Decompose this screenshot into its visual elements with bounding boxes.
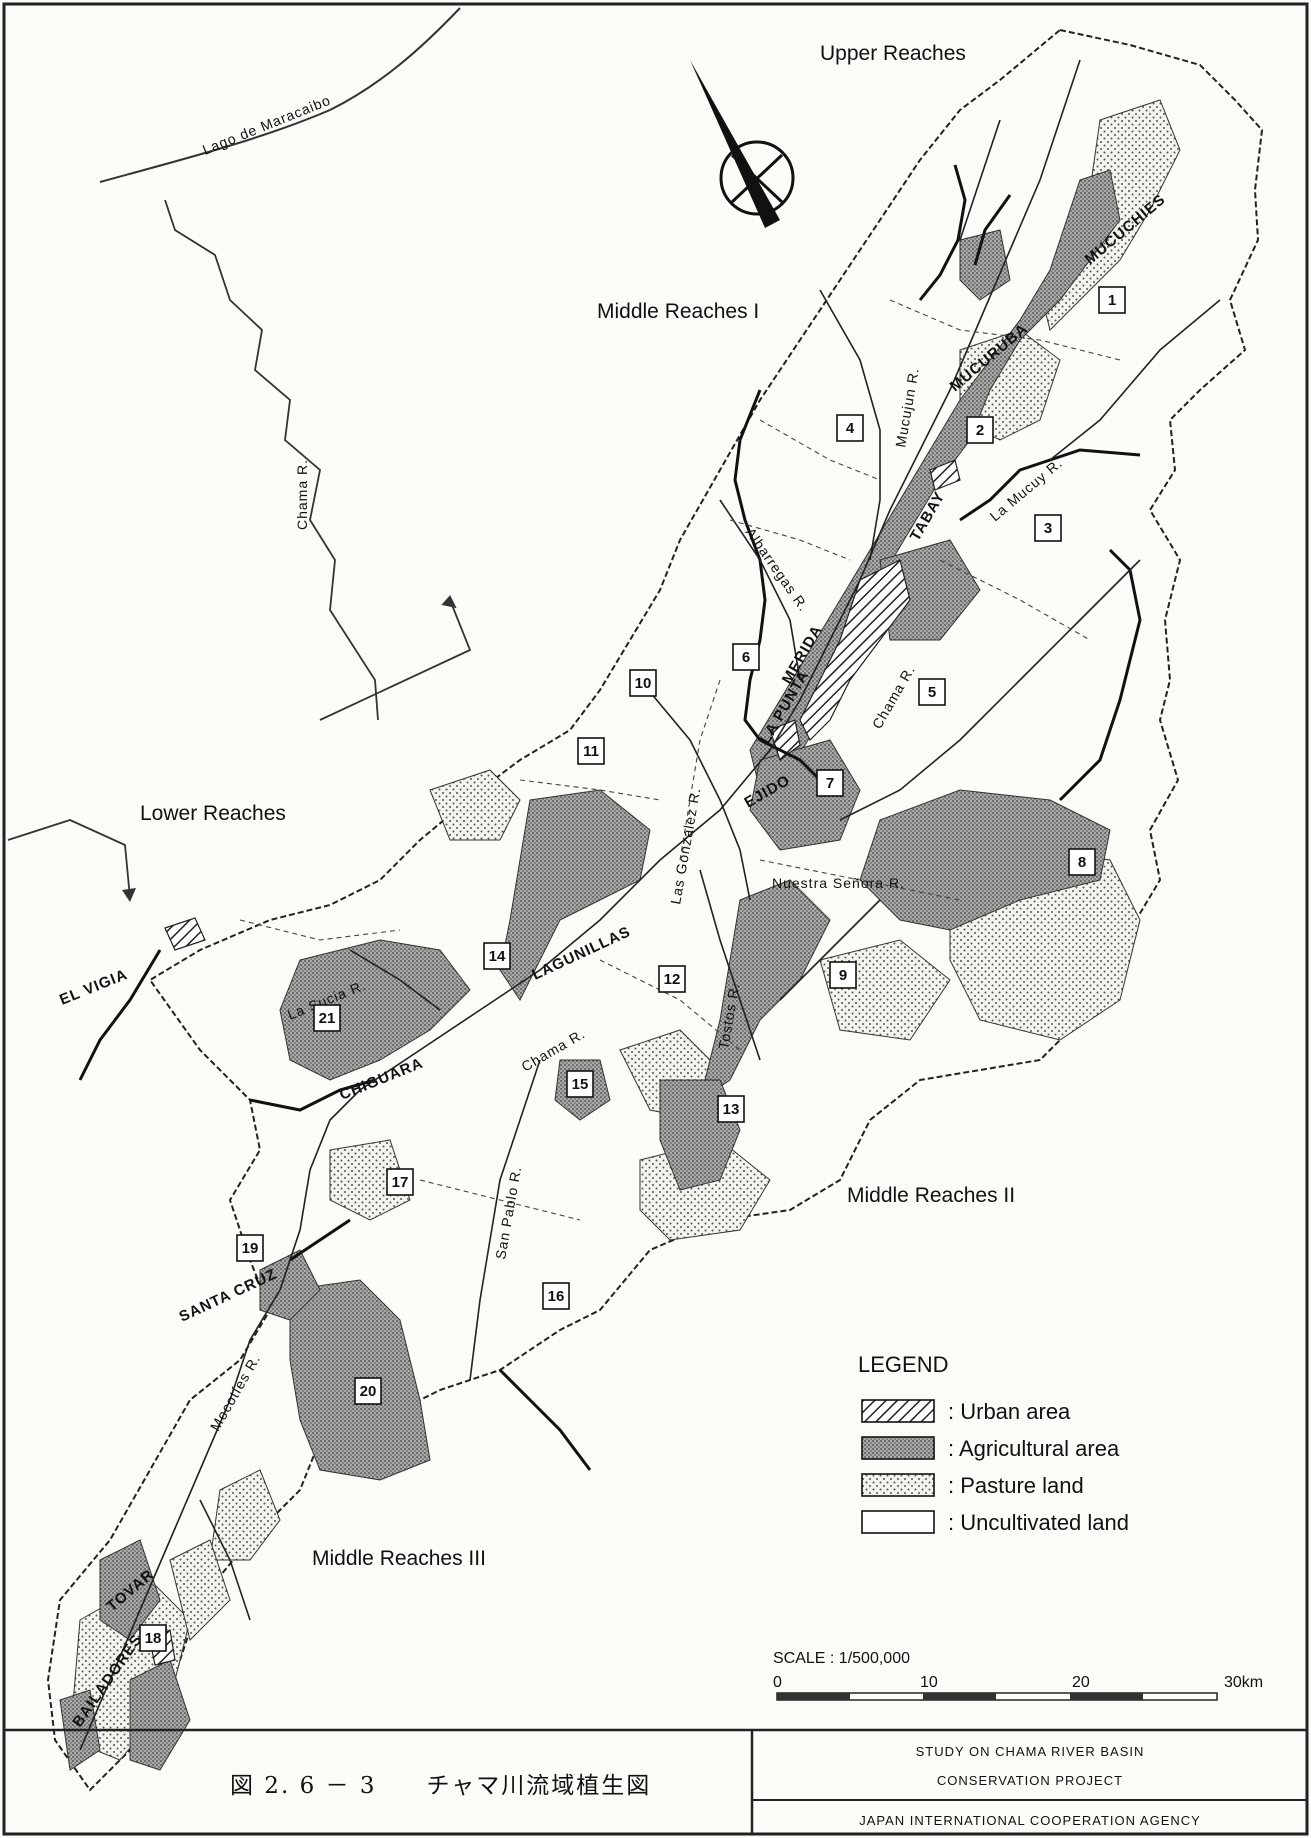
label-lago-de-maracaibo: Lago de Maracaibo	[200, 92, 333, 158]
legend-label-agri: : Agricultural area	[948, 1436, 1120, 1461]
reach-boundaries	[78, 164, 1142, 1471]
legend-swatch-pasture	[861, 1473, 935, 1497]
legend-item-uncult: : Uncultivated land	[861, 1510, 1129, 1535]
study-title-line1: STUDY ON CHAMA RIVER BASIN	[916, 1744, 1145, 1759]
subbasin-number: 9	[839, 967, 847, 984]
subbasin-box-10: 10	[629, 669, 657, 697]
subbasin-number: 8	[1078, 854, 1086, 871]
subbasin-box-16: 16	[542, 1282, 570, 1310]
subbasin-number: 11	[583, 743, 599, 760]
legend-label-urban: : Urban area	[948, 1399, 1071, 1424]
agency-name: JAPAN INTERNATIONAL COOPERATION AGENCY	[859, 1813, 1201, 1828]
subbasin-number: 12	[664, 971, 681, 988]
subbasin-number: 18	[145, 1630, 162, 1647]
legend-title: LEGEND	[858, 1352, 948, 1377]
legend-swatch-urban	[861, 1399, 935, 1423]
subbasin-number: 6	[742, 649, 750, 666]
legend-item-pasture: : Pasture land	[861, 1473, 1084, 1498]
subbasin-box-11: 11	[577, 737, 605, 765]
subbasin-box-5: 5	[918, 678, 946, 706]
subbasin-number: 13	[723, 1101, 740, 1118]
pasture-areas	[69, 99, 1181, 1761]
label-el-vigia: EL VIGIA	[57, 966, 130, 1009]
scale-tick-30: 30km	[1224, 1674, 1263, 1691]
subbasin-box-12: 12	[658, 965, 686, 993]
region-lower-reaches: Lower Reaches	[140, 802, 286, 825]
subbasin-box-14: 14	[483, 942, 511, 970]
subbasin-number: 10	[635, 675, 652, 692]
inset-arrow	[441, 595, 457, 609]
subbasin-box-19: 19	[236, 1234, 264, 1262]
subbasin-number: 5	[928, 684, 936, 701]
inset-frame-line	[319, 599, 472, 721]
subbasin-number: 14	[489, 948, 506, 965]
scale-tick-0: 0	[773, 1674, 782, 1691]
legend-label-uncult: : Uncultivated land	[948, 1510, 1129, 1535]
subbasin-box-17: 17	[386, 1168, 414, 1196]
subbasin-box-4: 4	[836, 414, 864, 442]
title-block: 図 2. 6 － 3 チャマ川流域植生図 STUDY ON CHAMA RIVE…	[4, 1728, 1307, 1834]
subbasin-number: 1	[1108, 292, 1116, 309]
subbasin-box-15: 15	[566, 1070, 594, 1098]
legend-swatch-uncult	[861, 1510, 935, 1534]
figure-title: 図 2. 6 － 3 チャマ川流域植生図	[230, 1773, 651, 1799]
subbasin-box-13: 13	[717, 1095, 745, 1123]
river-network	[79, 59, 1221, 1751]
north-arrow-icon	[690, 60, 795, 228]
subbasin-number: 3	[1044, 520, 1052, 537]
legend-label-pasture: : Pasture land	[948, 1473, 1084, 1498]
subbasin-number: 21	[319, 1010, 336, 1027]
subbasin-box-9: 9	[829, 961, 857, 989]
scale-tick-10: 10	[920, 1674, 938, 1691]
subbasin-boundaries	[239, 299, 1121, 1221]
chama-river-outer	[164, 199, 379, 721]
subbasin-box-7: 7	[816, 769, 844, 797]
region-middle-reaches-3: Middle Reaches III	[312, 1547, 486, 1570]
subbasin-box-18: 18	[139, 1624, 167, 1652]
subbasin-box-21: 21	[313, 1004, 341, 1032]
scale-bar: SCALE : 1/500,000 0 10 20 30km	[773, 1650, 1263, 1701]
lower-reaches-arrow	[122, 888, 136, 902]
legend: LEGEND : Urban area : Agricultural area : …	[858, 1352, 1129, 1535]
subbasin-number: 15	[572, 1076, 589, 1093]
legend-swatch-agri	[861, 1436, 935, 1460]
legend-item-urban: : Urban area	[861, 1399, 1071, 1424]
subbasin-number: 7	[826, 775, 834, 792]
subbasin-box-3: 3	[1034, 514, 1062, 542]
study-title-line2: CONSERVATION PROJECT	[937, 1773, 1123, 1788]
subbasin-box-8: 8	[1068, 848, 1096, 876]
region-middle-reaches-1: Middle Reaches I	[597, 300, 759, 323]
subbasin-box-2: 2	[966, 416, 994, 444]
label-nuestra-senora-river: Nuestra Señora R.	[772, 875, 905, 891]
scale-tick-20: 20	[1072, 1674, 1090, 1691]
region-middle-reaches-2: Middle Reaches II	[847, 1184, 1015, 1207]
subbasin-number: 2	[976, 422, 984, 439]
lower-reaches-pointer	[7, 819, 131, 899]
subbasin-box-1: 1	[1098, 286, 1126, 314]
scale-label: SCALE : 1/500,000	[773, 1650, 910, 1667]
lake-shoreline	[99, 7, 461, 183]
subbasin-box-6: 6	[732, 643, 760, 671]
subbasin-number: 20	[360, 1383, 377, 1400]
subbasin-number: 19	[242, 1240, 259, 1257]
label-chama-river-outer: Chama R.	[294, 459, 310, 530]
subbasin-box-20: 20	[354, 1377, 382, 1405]
subbasin-number: 4	[846, 420, 855, 437]
region-upper-reaches: Upper Reaches	[820, 42, 966, 65]
subbasin-number: 17	[392, 1174, 409, 1191]
subbasin-number: 16	[548, 1288, 565, 1305]
legend-item-agri: : Agricultural area	[861, 1436, 1120, 1461]
